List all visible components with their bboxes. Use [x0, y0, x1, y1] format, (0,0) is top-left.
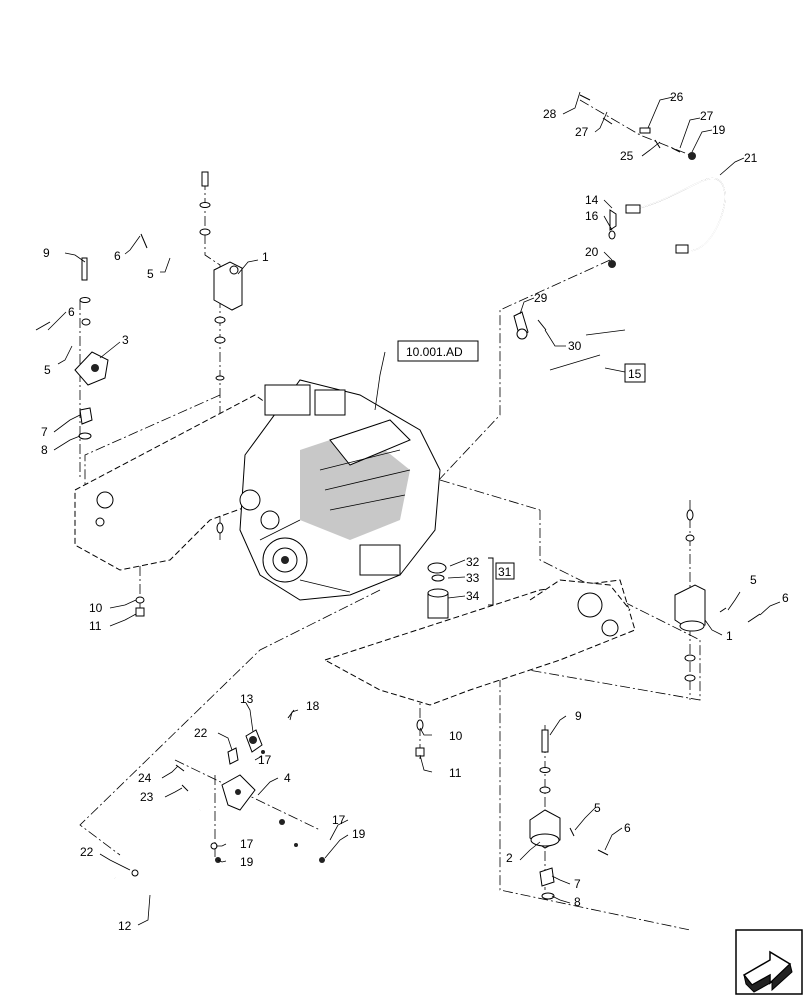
- reference-boxes: 10.001.AD 31 15: [397, 340, 646, 606]
- hose-bracket-group: [113, 709, 325, 889]
- callout-27: 27: [575, 125, 589, 139]
- callout-6: 6: [114, 249, 121, 263]
- callout-19: 19: [712, 123, 726, 137]
- callout-labels: 28 26 27 27 19 25 21 14 16 20 29 30 9 6 …: [41, 90, 789, 933]
- callout-16: 16: [585, 209, 599, 223]
- throttle-cable-group: [579, 94, 726, 268]
- callout-18: 18: [306, 699, 320, 713]
- callout-21: 21: [744, 151, 758, 165]
- callout-17: 17: [258, 753, 272, 767]
- callout-8: 8: [574, 895, 581, 909]
- callout-19: 19: [352, 827, 366, 841]
- callout-13: 13: [240, 692, 254, 706]
- callout-30: 30: [568, 339, 582, 353]
- sensor-group: [513, 311, 547, 340]
- callout-2: 2: [506, 851, 513, 865]
- callout-1: 1: [262, 250, 269, 264]
- callout-8: 8: [41, 443, 48, 457]
- callout-34: 34: [466, 589, 480, 603]
- callout-10: 10: [449, 729, 463, 743]
- callout-10: 10: [89, 601, 103, 615]
- callout-5: 5: [750, 573, 757, 587]
- callout-24: 24: [138, 771, 152, 785]
- callout-29: 29: [534, 291, 548, 305]
- engine-reference: 10.001.AD: [406, 345, 463, 359]
- callout-12: 12: [118, 919, 132, 933]
- callout-5: 5: [147, 267, 154, 281]
- callout-22: 22: [194, 726, 208, 740]
- callout-25: 25: [620, 149, 634, 163]
- callout-leaders: [47, 91, 781, 926]
- callout-6: 6: [782, 591, 789, 605]
- callout-26: 26: [670, 90, 684, 104]
- callout-6: 6: [624, 821, 631, 835]
- oil-filter-group: [427, 562, 449, 619]
- group-15-reference: 15: [628, 367, 642, 381]
- callout-33: 33: [466, 571, 480, 585]
- lower-mount-parts: [415, 719, 609, 900]
- navigation-arrow-icon[interactable]: [735, 929, 803, 995]
- callout-23: 23: [140, 790, 154, 804]
- callout-17: 17: [240, 837, 254, 851]
- callout-20: 20: [585, 245, 599, 259]
- callout-6: 6: [68, 305, 75, 319]
- engine-assembly: [239, 379, 441, 601]
- right-mount-parts: [674, 509, 761, 682]
- callout-9: 9: [575, 709, 582, 723]
- callout-5: 5: [594, 801, 601, 815]
- callout-19: 19: [240, 855, 254, 869]
- callout-17: 17: [332, 813, 346, 827]
- callout-27: 27: [700, 109, 714, 123]
- callout-9: 9: [43, 246, 50, 260]
- callout-11: 11: [89, 619, 102, 633]
- right-frame-rail: [323, 579, 636, 706]
- callout-22: 22: [80, 845, 94, 859]
- callout-7: 7: [574, 877, 581, 891]
- callout-28: 28: [543, 107, 557, 121]
- callout-32: 32: [466, 555, 480, 569]
- callout-7: 7: [41, 425, 48, 439]
- callout-11: 11: [449, 766, 462, 780]
- callout-3: 3: [122, 333, 129, 347]
- left-mount-parts: [35, 171, 243, 617]
- callout-5: 5: [44, 363, 51, 377]
- callout-4: 4: [284, 771, 291, 785]
- callout-1: 1: [726, 629, 733, 643]
- callout-14: 14: [585, 193, 599, 207]
- group-31-reference: 31: [498, 565, 512, 579]
